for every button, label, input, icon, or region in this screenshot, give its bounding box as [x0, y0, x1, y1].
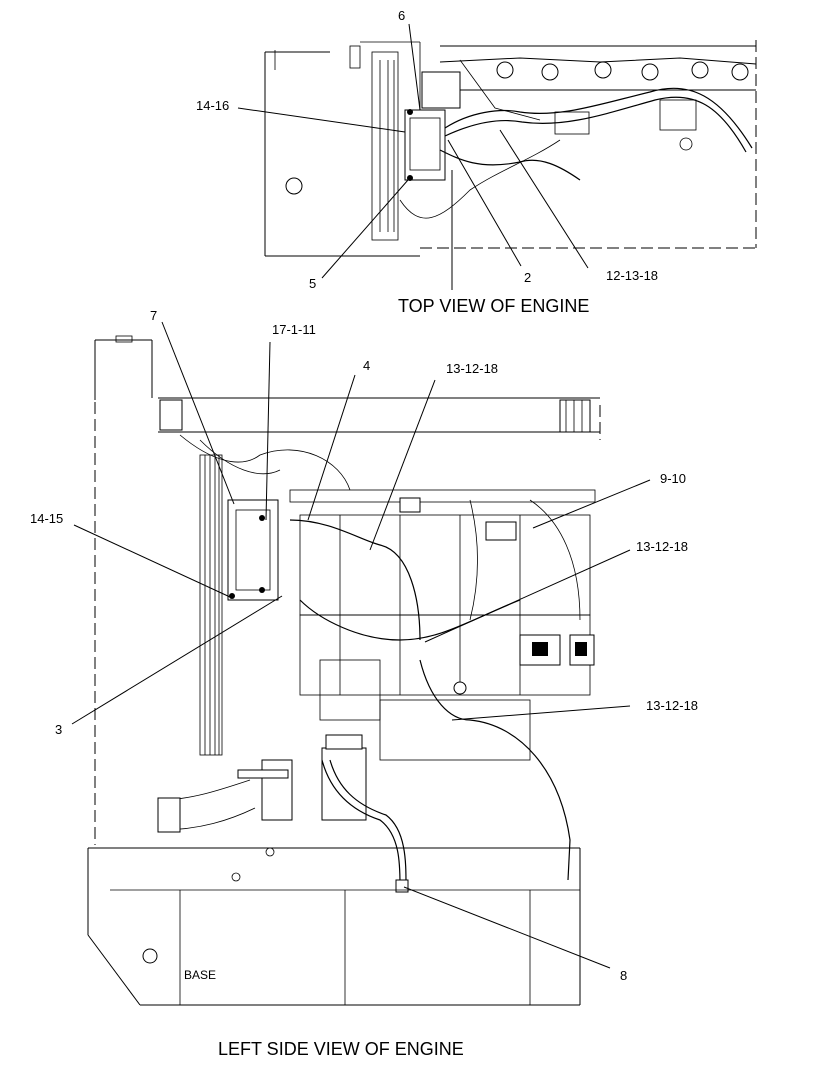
callout-13-12-18-top: 13-12-18 — [446, 361, 498, 376]
callout-17-1-11: 17-1-11 — [272, 322, 316, 337]
callout-7: 7 — [150, 308, 157, 323]
callout-14-16: 14-16 — [196, 98, 229, 113]
callout-12-13-18: 12-13-18 — [606, 268, 658, 283]
top-view-callouts: 6 14-16 5 2 12-13-18 — [196, 8, 658, 291]
callout-9-10: 9-10 — [660, 471, 686, 486]
side-view-callouts: 7 17-1-11 4 13-12-18 9-10 14-15 13-12-18… — [30, 308, 698, 983]
top-view-leaders — [237, 23, 589, 290]
base-label: BASE — [184, 968, 216, 982]
side-view-drawing — [87, 335, 601, 1006]
top-view-drawing — [264, 40, 757, 257]
top-view-caption: TOP VIEW OF ENGINE — [398, 296, 589, 316]
side-view-caption: LEFT SIDE VIEW OF ENGINE — [218, 1039, 464, 1059]
callout-3: 3 — [55, 722, 62, 737]
callout-5: 5 — [309, 276, 316, 291]
callout-14-15: 14-15 — [30, 511, 63, 526]
callout-13-12-18-lower: 13-12-18 — [646, 698, 698, 713]
callout-6: 6 — [398, 8, 405, 23]
callout-4: 4 — [363, 358, 370, 373]
callout-2: 2 — [524, 270, 531, 285]
side-view-leaders — [71, 321, 651, 969]
callout-13-12-18-middle: 13-12-18 — [636, 539, 688, 554]
callout-8: 8 — [620, 968, 627, 983]
